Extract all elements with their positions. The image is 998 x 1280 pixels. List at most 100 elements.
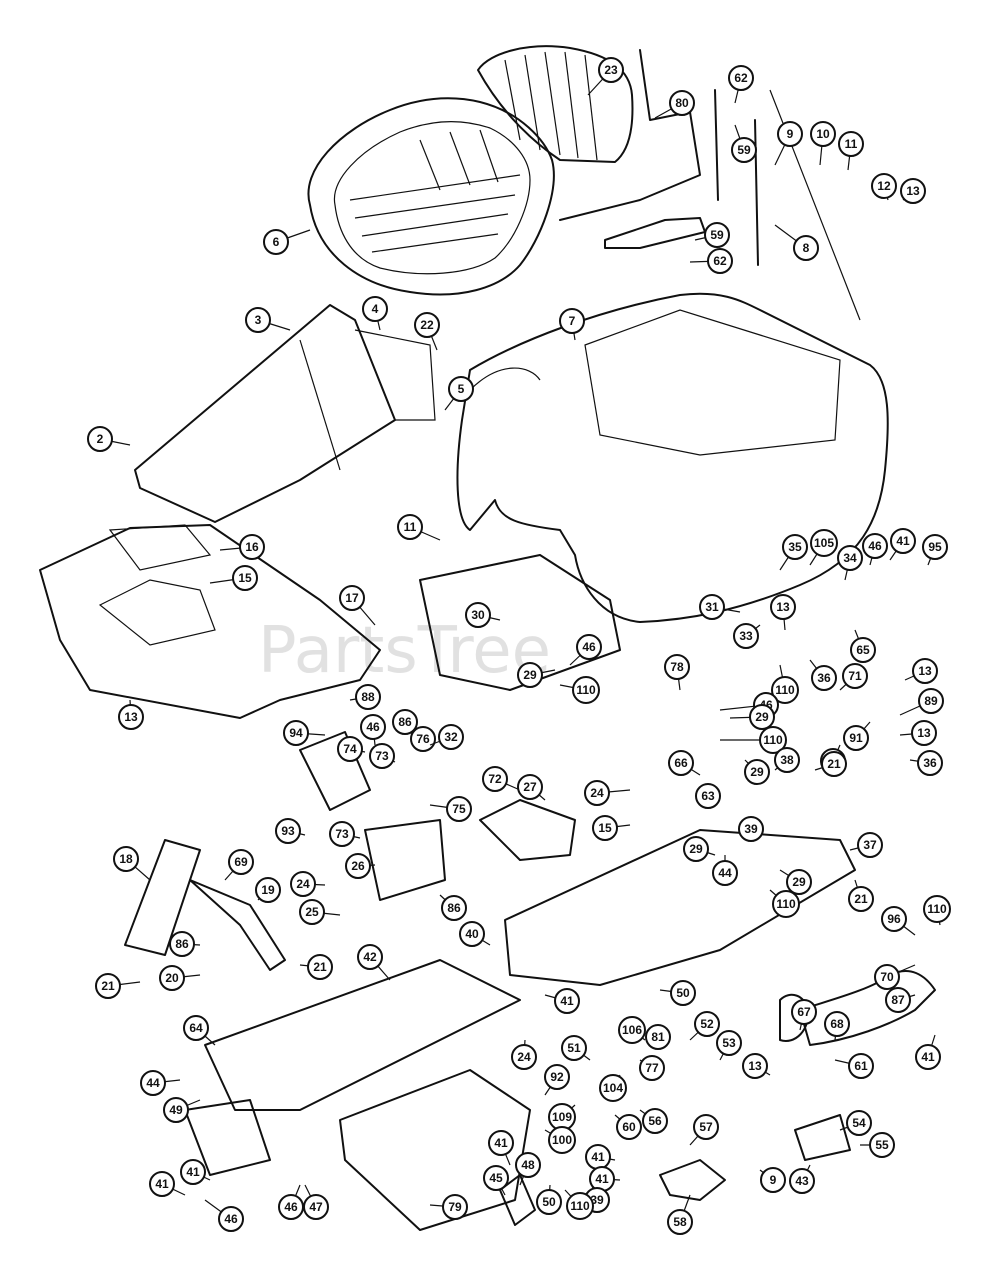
dash-panel-illustration [134,304,436,523]
callout-circle [770,594,796,620]
callout-circle [712,860,738,886]
callout-circle [517,662,543,688]
callout-number: 104 [603,1081,623,1095]
callout-number: 41 [155,1177,169,1191]
callout-68: 68 [824,1011,850,1041]
callout-circle [848,886,874,912]
callout-circle [793,235,819,261]
callout-circle [900,178,926,204]
callout-45: 45 [483,1165,509,1196]
callout-circle [140,1070,166,1096]
callout-circle [869,1132,895,1158]
callout-number: 110 [927,902,947,916]
callout-circle [488,1130,514,1156]
callout-59: 59 [694,222,730,248]
callout-number: 105 [814,536,834,550]
callout-number: 66 [674,756,688,770]
callout-95: 95 [922,534,948,566]
callout-number: 44 [718,866,732,880]
callout-number: 10 [816,127,830,141]
callout-number: 76 [416,732,430,746]
callout-number: 21 [827,757,841,771]
callout-number: 47 [309,1200,323,1214]
callout-number: 110 [570,1199,590,1213]
callout-number: 29 [755,710,769,724]
callout-13: 13 [742,1053,771,1079]
callout-circle [329,821,355,847]
callout-circle [218,1206,244,1232]
callout-41: 41 [585,1144,616,1170]
callout-67: 67 [791,999,817,1031]
callout-16: 16 [219,534,265,560]
callout-circle [668,750,694,776]
callout-57: 57 [689,1114,719,1146]
callout-47: 47 [303,1184,329,1220]
callout-92: 92 [544,1064,570,1096]
callout-46: 46 [278,1184,304,1220]
callout-circle [616,1114,642,1140]
callout-13: 13 [900,178,926,204]
callout-number: 91 [849,731,863,745]
callout-circle [566,1192,594,1220]
callout-number: 22 [420,318,434,332]
callout-number: 69 [234,855,248,869]
callout-number: 74 [343,742,357,756]
callout-circle [442,1194,468,1220]
callout-circle [397,514,423,540]
hood-illustration [39,524,381,719]
callout-circle [163,1097,189,1123]
callout-number: 96 [887,912,901,926]
callout-24: 24 [584,780,631,806]
callout-number: 41 [186,1165,200,1179]
callout-73: 73 [369,743,396,769]
callout-86: 86 [439,894,467,921]
callout-number: 49 [169,1103,183,1117]
callout-number: 62 [734,71,748,85]
callout-circle [881,906,907,932]
callout-circle [599,1074,627,1102]
callout-circle [511,1044,537,1070]
callout-5: 5 [444,376,474,411]
callout-number: 13 [918,664,932,678]
callout-number: 29 [792,875,806,889]
callout-number: 46 [224,1212,238,1226]
callout-circle [618,1016,646,1044]
callout-circle [536,1189,562,1215]
callout-number: 33 [739,629,753,643]
callout-circle [694,1011,720,1037]
callout-number: 54 [852,1116,866,1130]
callout-circle [749,704,775,730]
callout-58: 58 [667,1194,693,1235]
callout-110: 110 [771,664,799,704]
callout-65: 65 [850,629,876,663]
callout-35: 35 [779,534,808,571]
callout-96: 96 [881,906,916,936]
callout-circle [850,637,876,663]
callout-number: 41 [595,1172,609,1186]
callout-circle [255,877,281,903]
callout-number: 5 [458,382,465,396]
callout-circle [446,796,472,822]
callout-number: 21 [313,960,327,974]
callout-circle [544,1064,570,1090]
callout-81: 81 [645,1024,671,1050]
callout-number: 46 [366,720,380,734]
callout-21: 21 [848,879,874,912]
callout-72: 72 [482,766,521,792]
callout-circle [789,1168,815,1194]
callout-circle [774,747,800,773]
callout-number: 11 [845,137,858,151]
callout-number: 25 [305,905,319,919]
callout-circle [339,585,365,611]
callout-13: 13 [904,658,938,684]
callout-53: 53 [716,1030,742,1061]
callout-number: 42 [363,950,377,964]
callout-23: 23 [587,57,624,96]
callout-circle [890,528,916,554]
callout-number: 35 [788,540,802,554]
callout-number: 59 [737,143,751,157]
callout-93: 93 [275,818,306,844]
callout-number: 30 [471,608,485,622]
callout-33: 33 [733,623,761,649]
callout-circle [759,726,787,754]
